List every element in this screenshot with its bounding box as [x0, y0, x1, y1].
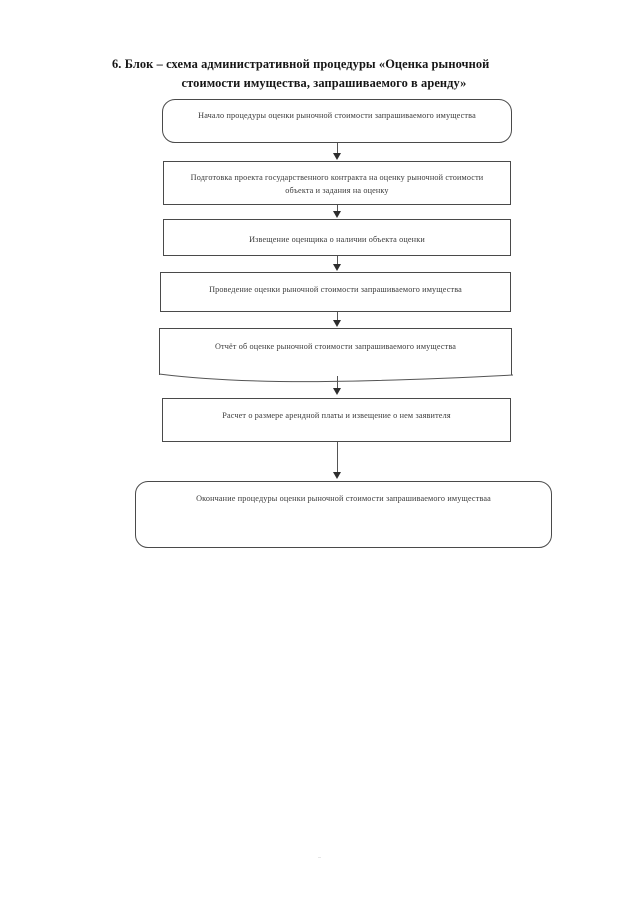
arrow-down-icon: [333, 153, 341, 160]
flow-connector-notify-to-assess: [337, 256, 338, 266]
flow-node-prep-label: Подготовка проекта государственного конт…: [190, 173, 484, 195]
flow-connector-prep-to-notify: [337, 205, 338, 213]
page-title: 6. Блок – схема административной процеду…: [104, 55, 544, 93]
arrow-down-icon: [333, 388, 341, 395]
flow-node-end-label: Окончание процедуры оценки рыночной стои…: [196, 494, 491, 503]
flow-node-start-label: Начало процедуры оценки рыночной стоимос…: [198, 111, 476, 120]
flow-connector-start-to-prep: [337, 143, 338, 155]
page-title-line-2: стоимости имущества, запрашиваемого в ар…: [181, 76, 467, 90]
flow-node-prep: Подготовка проекта государственного конт…: [163, 161, 511, 205]
arrow-down-icon: [333, 264, 341, 271]
flow-node-notify-label: Извещение оценщика о наличии объекта оце…: [249, 235, 425, 244]
flow-node-assess: Проведение оценки рыночной стоимости зап…: [160, 272, 511, 312]
flow-node-report: Отчёт об оценке рыночной стоимости запра…: [159, 328, 512, 375]
flow-connector-assess-to-report: [337, 312, 338, 322]
page-title-line-1: 6. Блок – схема административной процеду…: [112, 57, 490, 71]
arrow-down-icon: [333, 320, 341, 327]
flow-node-assess-label: Проведение оценки рыночной стоимости зап…: [209, 285, 462, 294]
flow-node-start: Начало процедуры оценки рыночной стоимос…: [162, 99, 512, 143]
flow-node-end: Окончание процедуры оценки рыночной стои…: [135, 481, 552, 548]
flow-connector-calc-to-end: [337, 442, 338, 475]
scan-artifact: [318, 857, 321, 858]
flow-connector-report-to-calc: [337, 376, 338, 390]
arrow-down-icon: [333, 472, 341, 479]
flow-node-notify: Извещение оценщика о наличии объекта оце…: [163, 219, 511, 256]
flow-node-calc: Расчет о размере арендной платы и извеще…: [162, 398, 511, 442]
arrow-down-icon: [333, 211, 341, 218]
flow-node-report-label: Отчёт об оценке рыночной стоимости запра…: [214, 342, 457, 351]
flow-node-calc-label: Расчет о размере арендной платы и извеще…: [222, 411, 451, 420]
